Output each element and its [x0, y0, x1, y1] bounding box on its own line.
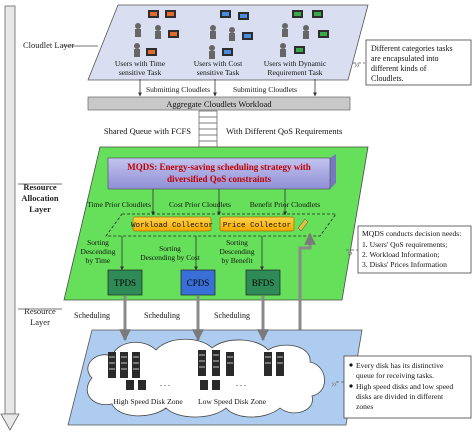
- note2-item2: 2. Workload Information;: [362, 250, 440, 259]
- user-group-time: [134, 10, 179, 57]
- note-disk-zones: [343, 355, 472, 419]
- mqds-title-1: MQDS: Energy-saving scheduling strategy …: [127, 162, 311, 172]
- low-speed-disks: [198, 350, 284, 390]
- high-zone-label: High Speed Disk Zone: [113, 397, 183, 406]
- note2-title: MQDS conducts decision needs:: [362, 229, 461, 238]
- chevron-right-icon-3: »: [331, 376, 337, 390]
- scheduling-label-3: Scheduling: [214, 311, 250, 320]
- scheduling-label-2: Scheduling: [144, 311, 180, 320]
- scheduler-cpds: CPDS: [180, 269, 216, 296]
- note-cloudlets: [365, 39, 472, 86]
- workload-collector-label: Workload Collector: [131, 222, 213, 230]
- note3-bullet2-line2: disks are divided in different: [356, 392, 444, 401]
- scheduling-label-1: Scheduling: [74, 311, 110, 320]
- layer-axis-arrow: [0, 5, 20, 431]
- sorting-cost-2: Descending by Cost: [140, 253, 200, 262]
- prior-benefit: Benefit Prior Cloudlets: [250, 200, 320, 209]
- note3-bullet1-line2: queue for receiving tasks.: [356, 371, 434, 380]
- queue-label-left: Shared Queue with FCFS: [104, 126, 191, 136]
- layer-label-cloudlet: Cloudlet Layer: [23, 40, 74, 50]
- note1-line1: Different categories tasks: [371, 44, 453, 53]
- sorting-time-1: Sorting: [87, 238, 109, 247]
- prior-cost: Cost Prior Cloudlets: [169, 200, 231, 209]
- svg-text:Layer: Layer: [29, 204, 51, 214]
- user-group-cost: [209, 10, 253, 59]
- high-zone-ellipsis: . . .: [160, 379, 170, 388]
- note-decision-needs: [357, 225, 472, 274]
- high-speed-disks: [108, 352, 146, 390]
- prior-time: Time Prior Cloudlets: [87, 200, 151, 209]
- chevron-right-icon-2: »: [347, 245, 353, 259]
- aggregate-label: Aggregate Cloudlets Workload: [166, 99, 272, 109]
- layer-label-allocation: Resource Allocation Layer: [21, 182, 59, 214]
- user-group-dynamic: [280, 10, 329, 57]
- submit-arrows: [138, 79, 317, 97]
- collector-frame: [105, 213, 337, 237]
- note3-bullet2-line3: zones: [356, 402, 373, 411]
- group-label-time-2: sensitive Task: [119, 68, 162, 77]
- sorting-benefit-2: Descending: [220, 247, 255, 256]
- low-zone-label: Low Speed Disk Zone: [198, 397, 267, 406]
- group-label-cost-1: Users with Cost: [194, 59, 243, 68]
- svg-text:BFDS: BFDS: [252, 278, 275, 288]
- svg-text:Layer: Layer: [30, 317, 50, 327]
- group-label-dynamic-1: Users with Dynamic: [264, 59, 327, 68]
- svg-text:TPDS: TPDS: [114, 278, 136, 288]
- submitting-label-1: Submitting Cloudlets: [146, 85, 210, 94]
- price-collector-label: Price Collector: [223, 222, 291, 230]
- aggregate-bar: [87, 96, 351, 111]
- sorting-benefit-3: by Benefit: [222, 256, 254, 265]
- feedback-arrow: [298, 232, 316, 342]
- group-label-time-1: Users with Time: [115, 59, 166, 68]
- group-label-cost-2: sensitive Task: [197, 68, 240, 77]
- note1-line4: Cloudlets.: [371, 74, 404, 83]
- shared-queue-icon: [198, 110, 218, 148]
- chevron-right-icon-1: »: [354, 57, 360, 71]
- queue-label-right: With Different QoS Requirements: [226, 126, 342, 136]
- mqds-title-2: diversified QoS constraints: [167, 174, 271, 184]
- note1-line2: are encapsulated into: [371, 54, 439, 63]
- mqds-box: MQDS: Energy-saving scheduling strategy …: [107, 154, 336, 190]
- sorting-benefit-1: Sorting: [226, 238, 248, 247]
- cloudlet-layer-panel: [87, 4, 369, 81]
- low-zone-ellipsis: . . .: [236, 379, 246, 388]
- note3-bullet2-line1: High speed disks and low speed: [356, 382, 453, 391]
- pencil-icon: [297, 218, 309, 232]
- scheduler-bfds: BFDS: [245, 269, 281, 296]
- workload-collector: [132, 216, 212, 232]
- group-label-dynamic-2: Requirement Task: [267, 68, 322, 77]
- sorting-time-3: by Time: [86, 256, 111, 265]
- svg-text:Resource: Resource: [23, 182, 57, 192]
- note2-item3: 3. Disks' Prices Information: [362, 260, 447, 269]
- note2-item1: 1. Users' QoS requirements;: [362, 240, 447, 249]
- svg-text:Resource: Resource: [24, 306, 56, 316]
- scheduler-tpds: TPDS: [107, 269, 143, 296]
- svg-text:Allocation: Allocation: [21, 193, 59, 203]
- note1-line3: different kinds of: [371, 64, 427, 73]
- note3-bullet1-line1: Every disk has its distinctive: [356, 361, 444, 370]
- sorting-time-2: Descending: [81, 247, 116, 256]
- price-collector: [219, 216, 295, 232]
- svg-text:CPDS: CPDS: [187, 278, 210, 288]
- submitting-label-2: Submitting Cloudlets: [233, 85, 297, 94]
- layer-label-resource: Resource Layer: [24, 306, 56, 327]
- sorting-cost-1: Sorting: [159, 244, 181, 253]
